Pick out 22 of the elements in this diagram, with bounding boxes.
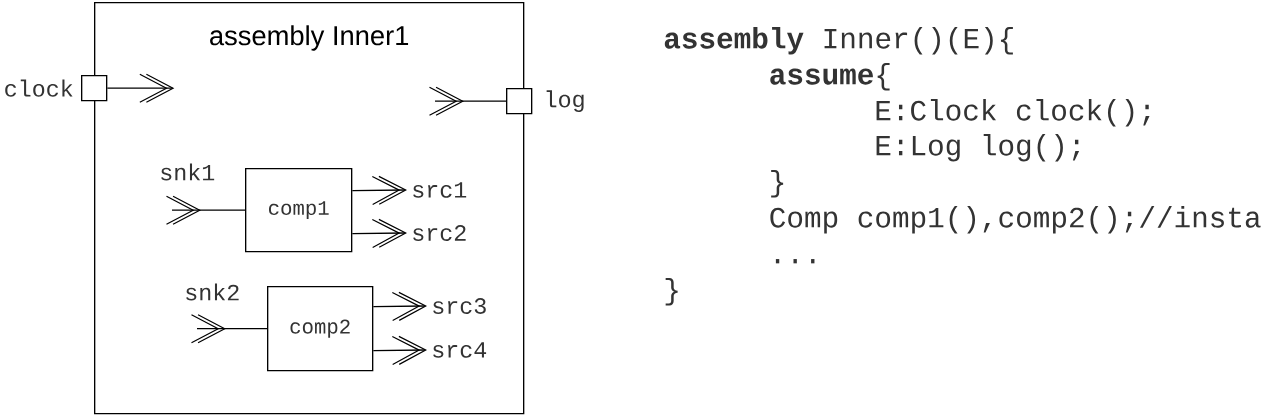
- arrow: [165, 195, 246, 225]
- code-line: E:Log log();: [876, 134, 1080, 162]
- code-line: }: [665, 278, 678, 306]
- port-label: src3: [433, 298, 486, 314]
- code-line: }: [771, 170, 784, 198]
- code-line: ...: [775, 259, 815, 264]
- port-label: snk1: [161, 163, 215, 181]
- port-label: src4: [433, 342, 487, 358]
- arrow: [190, 314, 268, 344]
- component-box: comp1: [245, 168, 353, 253]
- arrow: [106, 73, 175, 103]
- port-label: log: [546, 90, 584, 113]
- port-label: src1: [413, 182, 467, 198]
- port-label: snk2: [186, 283, 239, 301]
- arrow: [428, 86, 507, 116]
- code-line: assembly Inner()(E){: [664, 27, 1013, 55]
- component-box: comp2: [267, 286, 374, 372]
- code-line: Comp comp1(),comp2();//insta: [770, 206, 1261, 234]
- code-line: E:Clock clock();: [876, 99, 1150, 127]
- port-label: clock: [5, 79, 73, 97]
- port-label: src2: [413, 225, 466, 241]
- code-line: assume{: [770, 63, 890, 91]
